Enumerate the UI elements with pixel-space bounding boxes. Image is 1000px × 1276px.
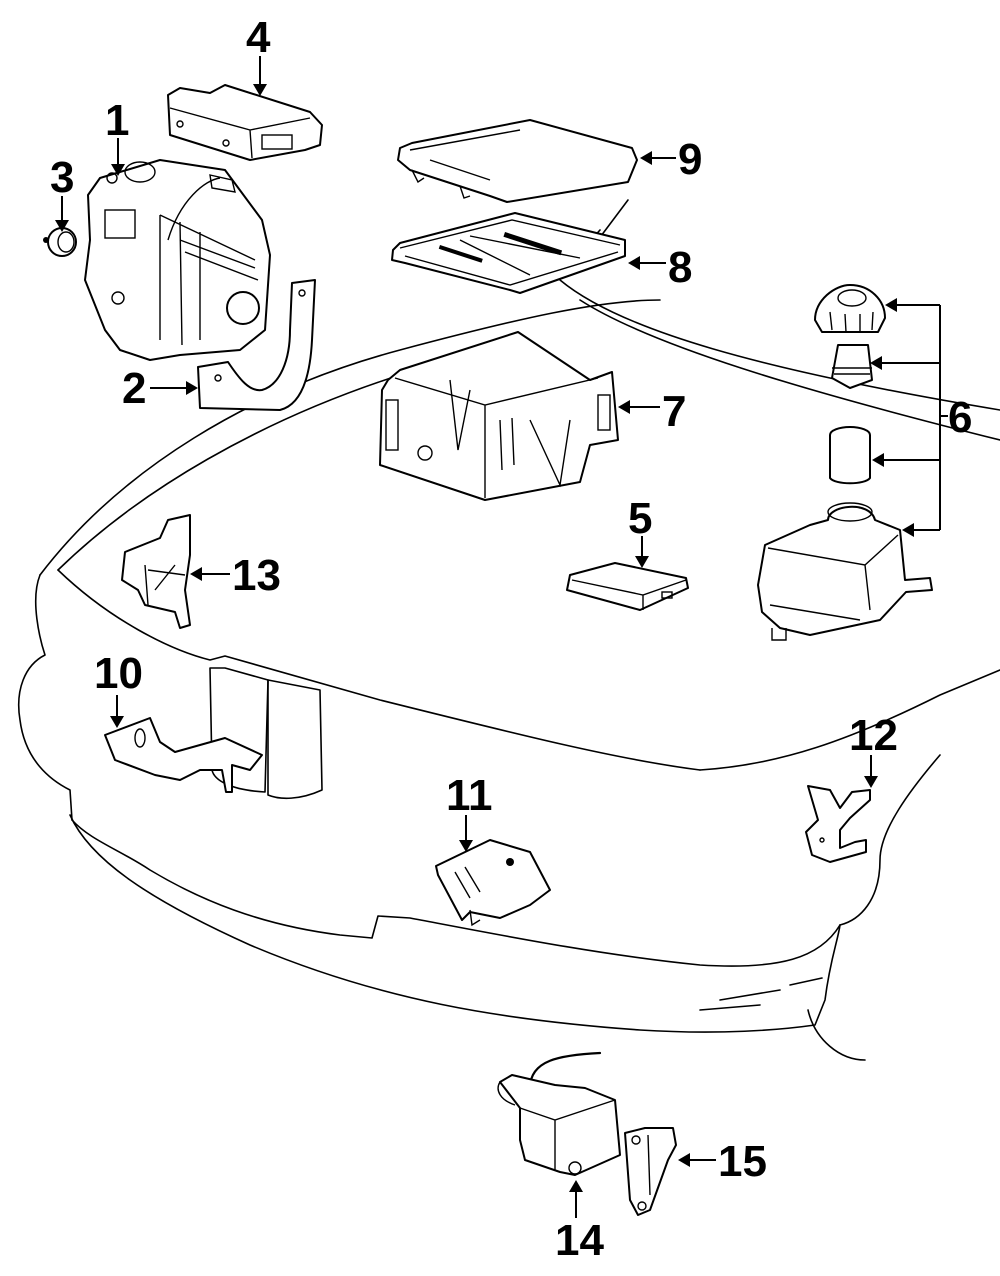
callout-arrow-15 xyxy=(678,1153,690,1167)
vehicle-body-outline xyxy=(18,199,1000,1061)
hood-front-edge xyxy=(39,299,661,576)
reservoir-cap xyxy=(814,284,886,333)
callout-arrow-11 xyxy=(459,840,473,852)
callout-8: 8 xyxy=(628,243,692,292)
bumper-upper-line xyxy=(71,819,841,967)
reservoir-strainer xyxy=(831,344,873,389)
pump-motor-bracket xyxy=(624,1127,677,1216)
callout-label-13: 13 xyxy=(232,551,281,600)
callout-arrow-3 xyxy=(55,220,69,232)
center-mount-bracket xyxy=(435,839,551,927)
modulator-plug-seal xyxy=(43,227,77,257)
abs-modulator-assembly xyxy=(84,159,271,361)
bumper-trim-lines xyxy=(699,977,823,1011)
callout-11: 11 xyxy=(446,771,493,852)
modulator-mounting-bracket xyxy=(197,279,316,411)
callout-arrow-9 xyxy=(640,151,652,165)
callout-arrow-7 xyxy=(618,400,630,414)
cowl-line-upper xyxy=(559,279,1000,411)
callout-1: 1 xyxy=(105,96,129,176)
callout-label-15: 15 xyxy=(718,1137,767,1186)
callout-13: 13 xyxy=(190,551,281,600)
abs-control-module xyxy=(167,84,323,161)
callout-label-1: 1 xyxy=(105,96,129,145)
callout-4: 4 xyxy=(246,13,271,96)
callout-label-5: 5 xyxy=(628,494,652,543)
reservoir-tank xyxy=(757,502,933,641)
callout-label-8: 8 xyxy=(668,243,692,292)
callout-15: 15 xyxy=(678,1137,767,1186)
left-fender-edge xyxy=(18,574,73,821)
callout-arrow-10 xyxy=(110,716,124,728)
upper-left-bracket xyxy=(121,514,191,629)
callout-label-6: 6 xyxy=(948,393,972,442)
wheel-arch xyxy=(807,1009,866,1061)
callout-label-10: 10 xyxy=(94,649,143,698)
hood-inner-line xyxy=(57,374,401,571)
callout-arrow-12 xyxy=(864,776,878,788)
callout-14: 14 xyxy=(555,1180,604,1265)
callout-3: 3 xyxy=(50,153,74,232)
callout-label-3: 3 xyxy=(50,153,74,202)
right-clip-bracket xyxy=(805,785,871,863)
callout-arrow-6b xyxy=(870,356,882,370)
left-bracket xyxy=(104,717,263,793)
washer-hose-2 xyxy=(597,199,629,241)
fuse-box-lower-housing xyxy=(379,331,619,501)
right-hood-edge xyxy=(699,669,1000,771)
fuse-box-panel xyxy=(391,212,626,294)
callout-label-9: 9 xyxy=(678,135,702,184)
grille-opening-left xyxy=(209,667,269,793)
callout-arrow-6d xyxy=(902,523,914,537)
hood-lower-edge xyxy=(57,569,701,771)
callout-10: 10 xyxy=(94,649,143,728)
callout-arrow-13 xyxy=(190,567,202,581)
callout-9: 9 xyxy=(640,135,702,184)
right-fender-edge xyxy=(839,754,941,926)
callout-2: 2 xyxy=(122,364,198,413)
callout-arrow-4 xyxy=(253,84,267,96)
reservoir-filter xyxy=(829,426,871,485)
cowl-line-lower xyxy=(579,299,1000,441)
callout-arrow-5 xyxy=(635,556,649,568)
callout-label-4: 4 xyxy=(246,13,271,62)
callout-arrow-1 xyxy=(111,164,125,176)
pump-motor-assembly xyxy=(497,1051,621,1176)
callout-12: 12 xyxy=(849,711,898,788)
callout-arrow-6c xyxy=(872,453,884,467)
callout-6: 6 xyxy=(870,298,972,537)
callout-arrow-14 xyxy=(569,1180,583,1192)
callout-label-2: 2 xyxy=(122,364,146,413)
callout-label-7: 7 xyxy=(662,387,686,436)
callout-label-12: 12 xyxy=(849,711,898,760)
callout-arrow-6a xyxy=(885,298,897,312)
callout-arrow-8 xyxy=(628,256,640,270)
callout-label-11: 11 xyxy=(446,771,493,820)
bumper-lower-line xyxy=(69,814,841,1033)
callout-label-14: 14 xyxy=(555,1216,604,1265)
grille-opening-right xyxy=(267,679,323,800)
relay-module xyxy=(566,562,689,611)
callout-5: 5 xyxy=(628,494,652,568)
fuse-box-cover xyxy=(397,119,638,203)
callout-arrow-2 xyxy=(186,381,198,395)
callout-7: 7 xyxy=(618,387,686,436)
